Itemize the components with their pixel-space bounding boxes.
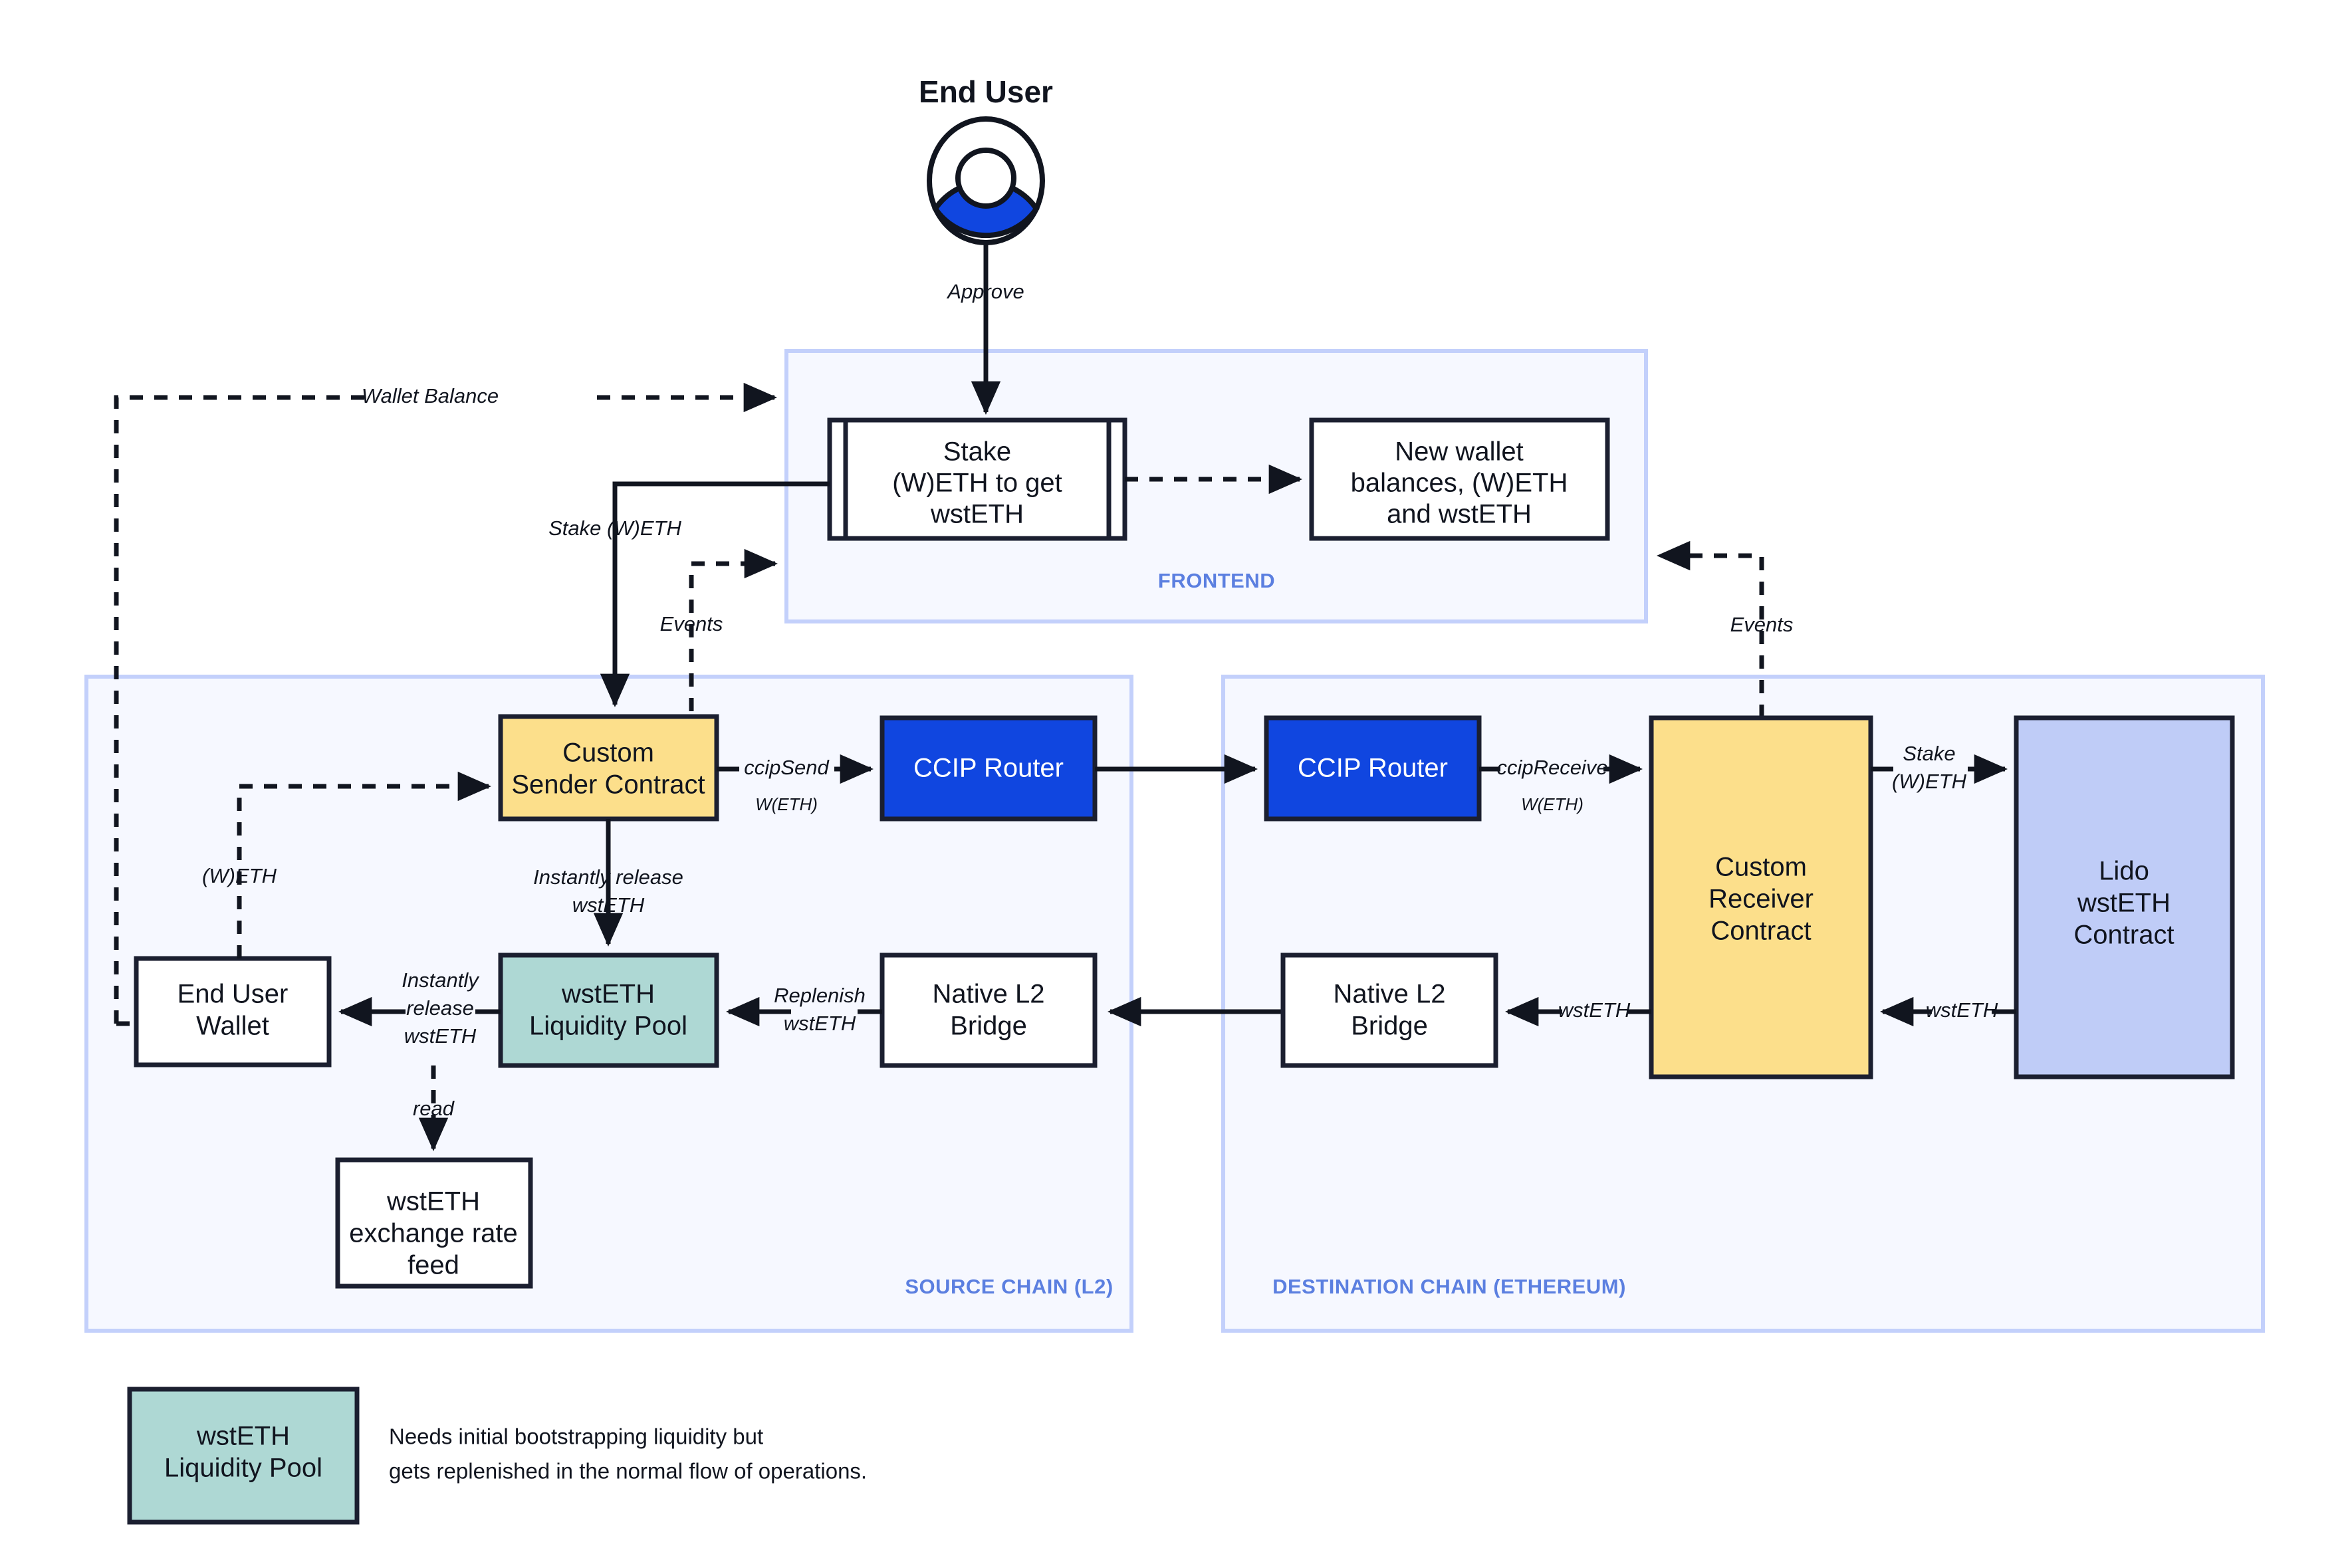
node-pool-line2: Liquidity Pool <box>529 1012 687 1041</box>
node-bridge-eth-line1: Native L2 <box>1334 980 1446 1009</box>
legend-swatch-line1: wstETH <box>196 1422 290 1451</box>
edge-events-left-label: Events <box>660 612 723 635</box>
edge-replenish-line2: wstETH <box>784 1012 856 1035</box>
edge-events-right <box>1656 540 1764 718</box>
legend-swatch: wstETH Liquidity Pool <box>127 1387 360 1525</box>
node-new-wallet-balances[interactable]: New wallet balances, (W)ETH and wstETH <box>1309 417 1610 541</box>
node-sender-line2: Sender Contract <box>511 770 705 800</box>
node-ccip-source-label: CCIP Router <box>913 754 1064 783</box>
edge-read-label: read <box>413 1097 455 1120</box>
edge-stake-lido-line1: Stake <box>1903 742 1955 765</box>
node-new-balances-line3: and wstETH <box>1387 500 1532 529</box>
edge-instant-release-down-line2: wstETH <box>572 893 645 917</box>
edge-instant-release-down-line1: Instantly release <box>533 865 683 889</box>
node-stake-form-line2: (W)ETH to get <box>892 469 1062 498</box>
node-new-balances-line1: New wallet <box>1395 437 1523 467</box>
user-avatar-icon <box>927 116 1045 245</box>
group-destination-chain-label: DESTINATION CHAIN (ETHEREUM) <box>1272 1275 1626 1298</box>
node-new-balances-line2: balances, (W)ETH <box>1351 469 1568 498</box>
edge-ccipsend-sub: W(ETH) <box>755 794 818 814</box>
edge-stake-weth <box>600 481 830 708</box>
legend-note-line2: gets replenished in the normal flow of o… <box>389 1459 867 1484</box>
node-stake-form-line1: Stake <box>943 437 1011 467</box>
node-feed-line2: exchange rate <box>349 1219 518 1248</box>
edge-wsteth-lido-label: wstETH <box>1926 998 1998 1022</box>
node-stake-form-line3: wstETH <box>930 500 1024 529</box>
edge-replenish-line1: Replenish <box>774 984 866 1007</box>
node-wallet-line1: End User <box>177 980 289 1009</box>
node-bridge-l2-line2: Bridge <box>950 1012 1027 1041</box>
node-wallet-line2: Wallet <box>196 1012 269 1041</box>
legend-note-line1: Needs initial bootstrapping liquidity bu… <box>389 1424 763 1449</box>
edge-weth-label: (W)ETH <box>202 864 277 887</box>
legend-swatch-line2: Liquidity Pool <box>164 1454 322 1483</box>
node-lido-line2: wstETH <box>2077 889 2171 918</box>
edge-instant-release-left-line2: release <box>406 996 474 1020</box>
node-feed-line3: feed <box>408 1251 459 1280</box>
node-custom-sender-contract[interactable]: Custom Sender Contract <box>498 714 719 822</box>
node-receiver-line3: Contract <box>1710 917 1811 946</box>
node-lido-line3: Contract <box>2073 921 2174 950</box>
edge-approve-label: Approve <box>946 280 1024 303</box>
node-end-user-wallet[interactable]: End User Wallet <box>134 956 332 1067</box>
edge-stake-lido-line2: (W)ETH <box>1892 770 1967 793</box>
node-lido-wsteth-contract[interactable]: Lido wstETH Contract <box>2014 715 2235 1079</box>
edge-wallet-balance-label: Wallet Balance <box>362 384 499 407</box>
node-bridge-l2-line1: Native L2 <box>933 980 1045 1009</box>
node-receiver-line2: Receiver <box>1708 885 1814 914</box>
edge-wallet-balance-label-bg <box>372 381 592 414</box>
edge-ccipreceive-label: ccipReceive <box>1496 756 1607 779</box>
node-native-l2-bridge-destination[interactable]: Native L2 Bridge <box>1280 952 1498 1068</box>
edge-ccipsend-label: ccipSend <box>744 756 830 779</box>
end-user-title: End User <box>919 74 1053 109</box>
node-bridge-eth-line2: Bridge <box>1351 1012 1428 1041</box>
node-feed-line1: wstETH <box>386 1187 480 1216</box>
node-lido-line1: Lido <box>2099 857 2149 886</box>
node-wsteth-exchange-rate-feed[interactable]: wstETH exchange rate feed <box>335 1157 533 1289</box>
node-receiver-line1: Custom <box>1715 853 1807 882</box>
node-wsteth-liquidity-pool[interactable]: wstETH Liquidity Pool <box>498 952 719 1068</box>
node-ccip-router-destination[interactable]: CCIP Router <box>1264 715 1482 822</box>
node-ccip-router-source[interactable]: CCIP Router <box>880 715 1098 822</box>
edge-stake-weth-label: Stake (W)ETH <box>548 516 681 540</box>
group-frontend-label: FRONTEND <box>1158 569 1275 592</box>
node-sender-line1: Custom <box>562 738 654 768</box>
edge-ccipreceive-sub: W(ETH) <box>1521 794 1584 814</box>
edge-wsteth-bridge-label: wstETH <box>1558 998 1631 1022</box>
node-pool-line1: wstETH <box>561 980 655 1009</box>
edge-events-right-label: Events <box>1730 613 1794 636</box>
node-stake-form[interactable]: Stake (W)ETH to get wstETH <box>827 417 1127 541</box>
node-ccip-dest-label: CCIP Router <box>1298 754 1448 783</box>
node-custom-receiver-contract[interactable]: Custom Receiver Contract <box>1649 715 1873 1079</box>
edge-events-left <box>689 548 778 711</box>
edge-weth-to-sender <box>237 771 492 958</box>
group-source-chain-label: SOURCE CHAIN (L2) <box>905 1275 1113 1298</box>
edge-instant-release-left-line3: wstETH <box>404 1024 477 1048</box>
edge-instant-release-left-line1: Instantly <box>402 968 480 992</box>
node-native-l2-bridge-source[interactable]: Native L2 Bridge <box>880 952 1098 1068</box>
